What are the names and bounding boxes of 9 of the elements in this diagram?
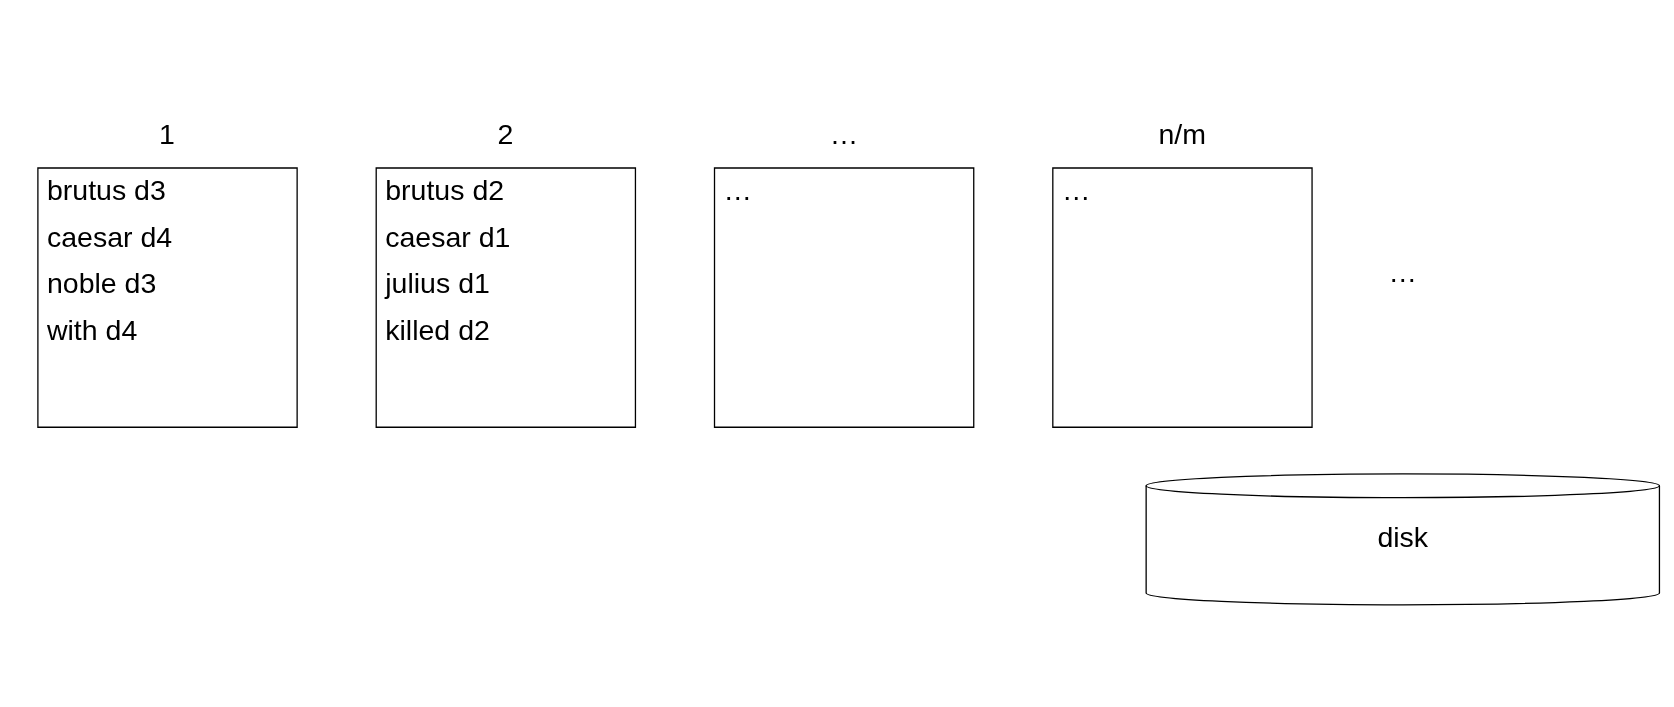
node-label: n/m	[1158, 117, 1206, 150]
node-label: …	[829, 117, 859, 150]
node-label: 1	[159, 117, 175, 150]
node-box: brutus d2 caesar d1 julius d1 killed d2	[375, 166, 637, 428]
node-box: …	[713, 166, 975, 428]
node-box: brutus d3 caesar d4 noble d3 with d4	[37, 166, 298, 428]
node-label: 2	[497, 117, 514, 150]
label: …	[1388, 255, 1418, 288]
node-box: …	[1052, 166, 1313, 428]
